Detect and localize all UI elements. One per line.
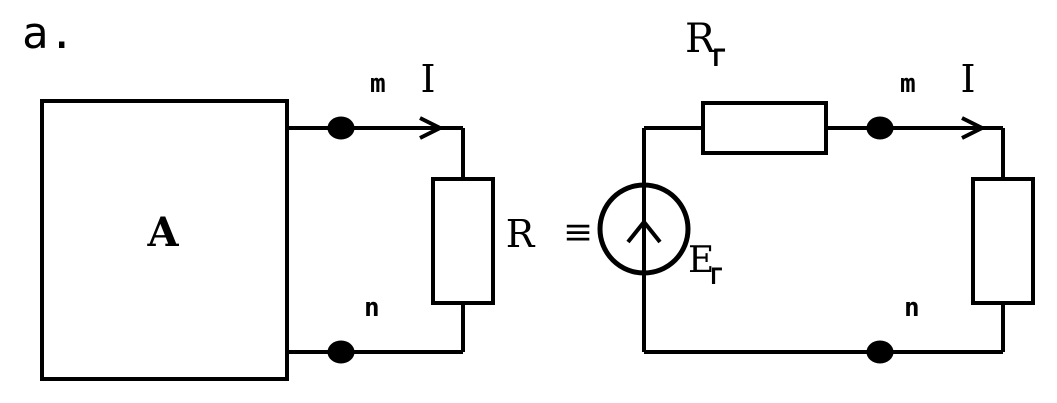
emf-source-arrow — [626, 218, 662, 244]
generator-resistance-subscript: Г — [712, 44, 726, 72]
left-current-label: I — [420, 57, 435, 101]
right-load-resistor — [971, 177, 1035, 305]
load-resistor-label: R — [506, 212, 536, 256]
right-terminal-n-node — [866, 340, 894, 364]
source-subscript: Г — [710, 265, 723, 290]
right-terminal-m-node — [866, 116, 894, 140]
network-block-label: A — [146, 209, 179, 256]
left-terminal-m-label: m — [370, 69, 386, 99]
right-circuit: R Г E Г m I n — [597, 16, 1035, 364]
left-current-arrow — [419, 116, 445, 140]
panel-label: a. — [22, 8, 75, 59]
source-label: E — [688, 240, 714, 281]
left-terminal-m-node — [327, 116, 355, 140]
generator-resistance-label: R — [685, 16, 717, 62]
equivalence-symbol: ≡ — [563, 212, 593, 253]
network-block-a — [40, 99, 289, 381]
emf-source-circle — [597, 182, 691, 276]
left-terminal-n-label: n — [364, 293, 380, 323]
right-terminal-n-label: n — [904, 293, 920, 323]
right-current-label: I — [960, 57, 975, 101]
load-resistor-r — [431, 177, 495, 305]
right-terminal-m-label: m — [900, 69, 916, 99]
left-circuit: A R m I n — [40, 57, 536, 381]
left-terminal-n-node — [327, 340, 355, 364]
generator-resistor-rg — [701, 101, 828, 155]
right-current-arrow — [961, 116, 987, 140]
